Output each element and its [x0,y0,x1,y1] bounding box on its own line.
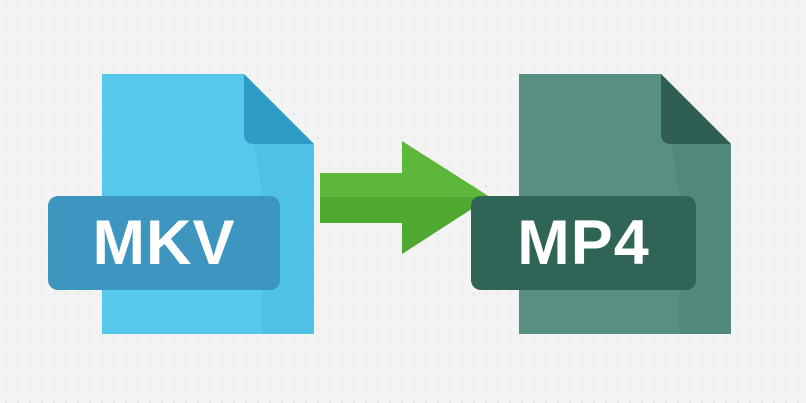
mp4-badge: MP4 [471,196,696,290]
mkv-file-fold [244,74,314,144]
mkv-badge: MKV [48,196,280,290]
mkv-label: MKV [92,207,236,278]
right-arrow-icon [320,141,490,254]
arrow-shade [320,197,490,254]
mp4-label: MP4 [517,207,650,278]
mp4-file-fold [661,74,731,144]
